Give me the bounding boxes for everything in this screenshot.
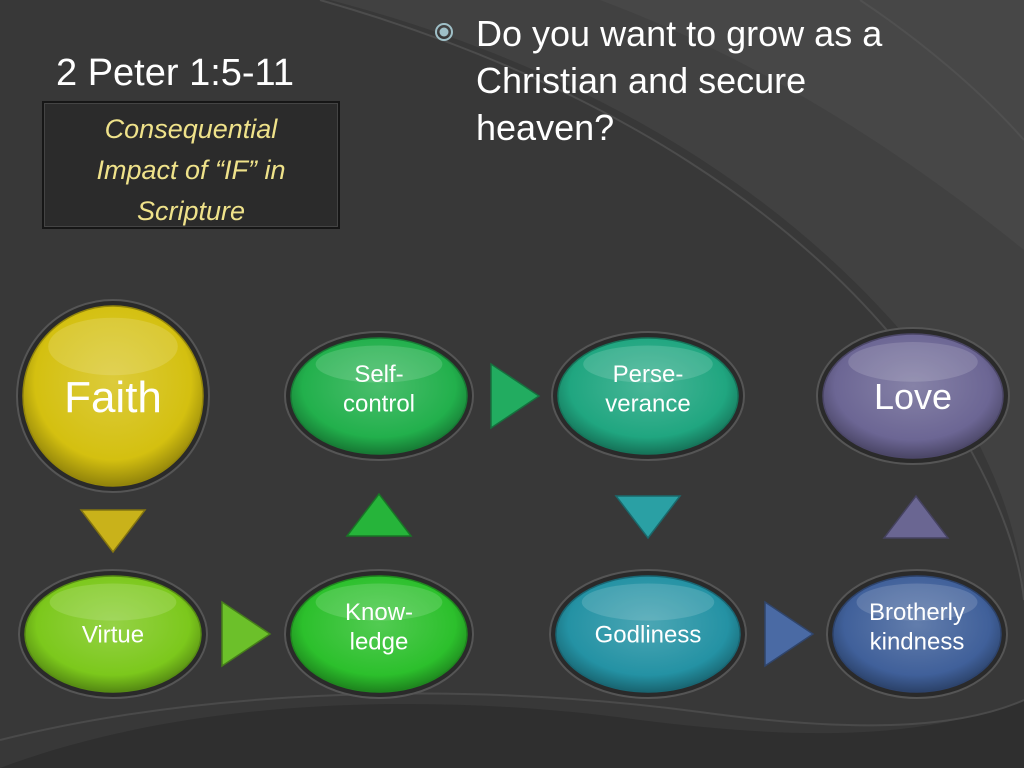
node-perseverance: Perse-verance bbox=[551, 331, 745, 461]
node-label-faith: Faith bbox=[64, 373, 162, 422]
bullet-line: Christian and secure bbox=[476, 60, 807, 101]
node-knowledge: Know-ledge bbox=[284, 569, 474, 699]
node-label-love: Love bbox=[874, 376, 952, 417]
node-highlight bbox=[48, 317, 178, 376]
slide-title: 2 Peter 1:5-11 bbox=[56, 52, 295, 94]
node-label-perseverance: Perse- bbox=[613, 361, 684, 388]
subtitle-text: Consequential Impact of “IF” in Scriptur… bbox=[44, 109, 338, 232]
node-label-self-control: control bbox=[343, 390, 415, 417]
subtitle-line: Impact of “IF” in bbox=[96, 155, 286, 185]
bullet-line: heaven? bbox=[476, 107, 615, 148]
arrow-knowledge-to-self-control bbox=[345, 492, 413, 537]
node-faith: Faith bbox=[16, 299, 210, 493]
node-highlight bbox=[856, 583, 978, 621]
subtitle-line: Consequential bbox=[104, 114, 278, 144]
node-shape bbox=[22, 305, 204, 487]
node-shape bbox=[290, 337, 468, 455]
node-shape bbox=[290, 575, 468, 693]
arrow-godliness-to-brotherly-kindness bbox=[764, 600, 815, 668]
subtitle-line: Scripture bbox=[136, 196, 246, 226]
node-shape bbox=[832, 575, 1002, 693]
node-highlight bbox=[581, 583, 715, 621]
arrow-virtue-to-knowledge bbox=[221, 600, 272, 668]
node-shape bbox=[555, 575, 741, 693]
node-label-knowledge: Know- bbox=[345, 599, 413, 626]
subtitle-box: Consequential Impact of “IF” in Scriptur… bbox=[42, 101, 340, 229]
node-label-perseverance: verance bbox=[605, 390, 690, 417]
node-highlight bbox=[49, 583, 177, 621]
node-shape bbox=[822, 333, 1004, 459]
node-highlight bbox=[583, 345, 713, 383]
node-self-control: Self-control bbox=[284, 331, 474, 461]
bullet-question: Do you want to grow as a Christian and s… bbox=[476, 10, 996, 151]
node-highlight bbox=[315, 583, 443, 621]
node-label-godliness: Godliness bbox=[595, 622, 702, 649]
node-label-self-control: Self- bbox=[354, 361, 403, 388]
node-highlight bbox=[315, 345, 443, 383]
node-label-brotherly-kindness: kindness bbox=[870, 628, 965, 655]
circle-bullet-icon bbox=[435, 23, 453, 41]
node-label-knowledge: ledge bbox=[350, 628, 409, 655]
node-shape bbox=[24, 575, 202, 693]
node-highlight bbox=[848, 342, 978, 382]
node-godliness: Godliness bbox=[549, 569, 747, 699]
node-virtue: Virtue bbox=[18, 569, 208, 699]
bullet-line: Do you want to grow as a bbox=[476, 13, 883, 54]
arrow-self-control-to-perseverance bbox=[490, 362, 541, 430]
node-shape bbox=[557, 337, 739, 455]
arrow-brotherly-kindness-to-love bbox=[882, 494, 950, 539]
arrow-perseverance-to-godliness bbox=[614, 495, 682, 540]
node-love: Love bbox=[816, 327, 1010, 465]
node-label-brotherly-kindness: Brotherly bbox=[869, 599, 965, 626]
arrow-faith-to-virtue bbox=[79, 509, 147, 554]
node-label-virtue: Virtue bbox=[82, 622, 144, 649]
